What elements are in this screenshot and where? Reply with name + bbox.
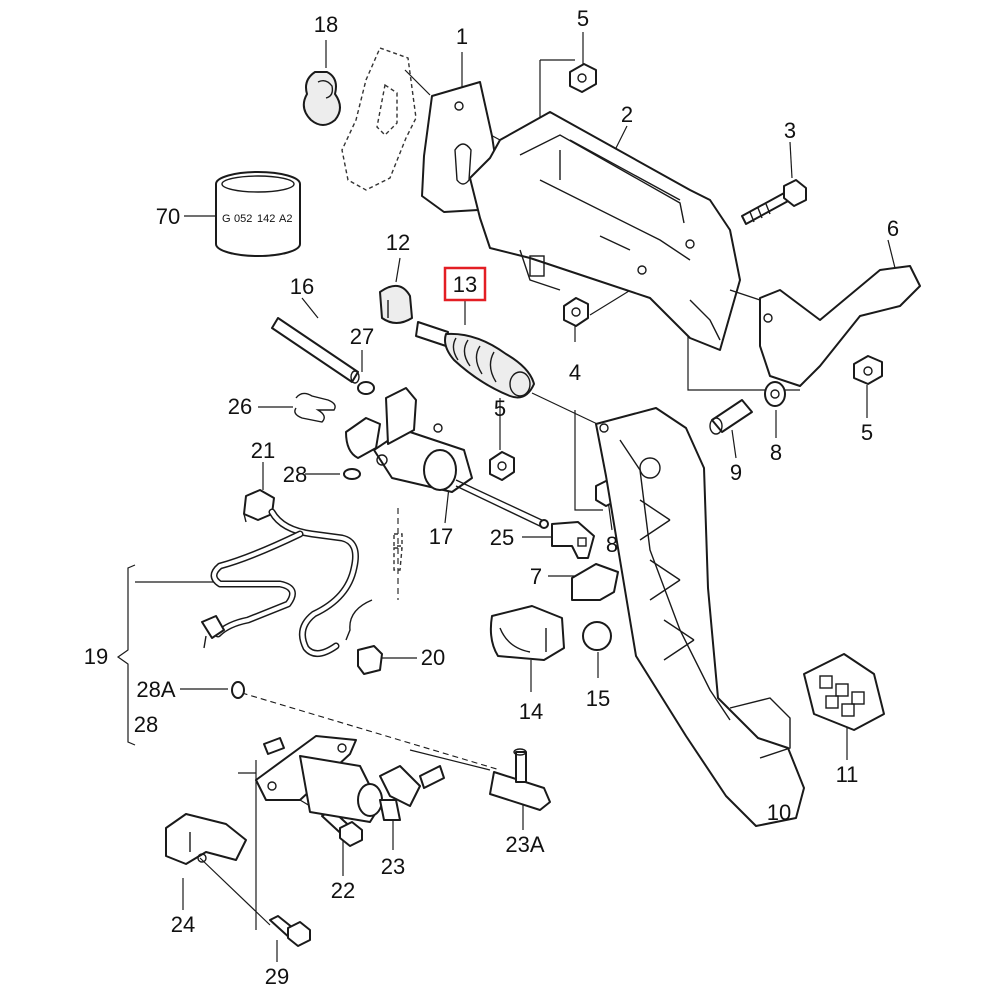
- label-19: 19: [84, 644, 108, 669]
- label-3: 3: [784, 118, 796, 143]
- part-22-bolt: [321, 809, 363, 847]
- label-14: 14: [519, 699, 543, 724]
- label-28a: 28A: [136, 677, 175, 702]
- part-23a-tee: [489, 748, 551, 811]
- part-9-sleeve: [709, 399, 753, 435]
- label-13: 13: [453, 272, 477, 297]
- callout-labels: 18 1 5 2 3 70 6 12 16 27 4 26 5 5 8 21 9…: [84, 6, 899, 989]
- part-70-stamp-142: 142: [257, 213, 275, 225]
- part-25-clevis: [551, 521, 595, 559]
- part-7-stop: [571, 563, 619, 601]
- part-5-nut-middle: [489, 451, 515, 481]
- label-28-upper: 28: [283, 462, 307, 487]
- part-12-clip: [379, 285, 413, 324]
- part-15-cap: [582, 621, 612, 651]
- label-29: 29: [265, 964, 289, 989]
- label-6: 6: [887, 216, 899, 241]
- part-21-connector: [243, 489, 275, 523]
- part-11-pedal-pad: [803, 653, 885, 731]
- label-9: 9: [730, 460, 742, 485]
- part-3-bolt: [741, 179, 807, 225]
- label-70: 70: [156, 204, 180, 229]
- part-8-bushing-upper: [764, 381, 786, 407]
- label-5-top: 5: [577, 6, 589, 31]
- part-27-ring: [357, 381, 375, 395]
- label-27: 27: [350, 324, 374, 349]
- label-22: 22: [331, 878, 355, 903]
- part-16-pipe: [271, 317, 360, 384]
- label-8-lower: 8: [606, 532, 618, 557]
- label-23a: 23A: [505, 832, 544, 857]
- label-4: 4: [569, 360, 581, 385]
- label-7: 7: [530, 564, 542, 589]
- part-70-stamp-052: 052: [234, 213, 252, 225]
- label-1: 1: [456, 24, 468, 49]
- label-20: 20: [421, 645, 445, 670]
- label-26: 26: [228, 394, 252, 419]
- part-5-nut-top: [569, 63, 597, 93]
- part-14-bracket: [489, 605, 565, 661]
- part-28a-ring: [231, 681, 245, 699]
- part-20-clip: [357, 645, 383, 675]
- label-24: 24: [171, 912, 195, 937]
- part-70-bushing: G 052 142 A2: [215, 171, 301, 257]
- part-10-pedal-arm: [595, 407, 805, 827]
- label-15: 15: [586, 686, 610, 711]
- label-5-middle: 5: [494, 396, 506, 421]
- label-25: 25: [490, 525, 514, 550]
- part-28-washer: [343, 468, 361, 480]
- highlighted-part-13[interactable]: 13: [443, 266, 487, 302]
- part-5-nut-right: [853, 355, 883, 385]
- part-17-master-cylinder: [345, 387, 549, 529]
- part-2-pedal-bracket: [469, 111, 741, 351]
- label-28-lower: 28: [134, 712, 158, 737]
- part-26-clip: [294, 392, 336, 423]
- label-11: 11: [836, 762, 859, 787]
- part-19-hose: [201, 508, 373, 657]
- label-2: 2: [621, 102, 633, 127]
- part-6-bracket: [729, 265, 921, 387]
- label-8-upper: 8: [770, 440, 782, 465]
- part-70-stamp-g: G: [222, 213, 231, 225]
- part-18-cap: [302, 71, 341, 126]
- label-23: 23: [381, 854, 405, 879]
- label-21: 21: [251, 438, 275, 463]
- part-4-nut: [563, 297, 589, 327]
- part-1-outline-ghost: [341, 47, 417, 191]
- label-12: 12: [386, 230, 410, 255]
- label-10: 10: [767, 800, 791, 825]
- part-19-connector-ghost: [393, 533, 403, 571]
- part-29-bolt: [269, 915, 311, 947]
- part-23-slave-cylinder: [255, 735, 445, 823]
- part-24-bracket: [165, 813, 247, 865]
- label-17: 17: [429, 524, 453, 549]
- label-18: 18: [314, 12, 338, 37]
- label-5-right: 5: [861, 420, 873, 445]
- part-13-boot: [415, 321, 535, 399]
- part-70-stamp-a2: A2: [279, 213, 292, 225]
- highlight-box: [443, 266, 487, 302]
- label-16: 16: [290, 274, 314, 299]
